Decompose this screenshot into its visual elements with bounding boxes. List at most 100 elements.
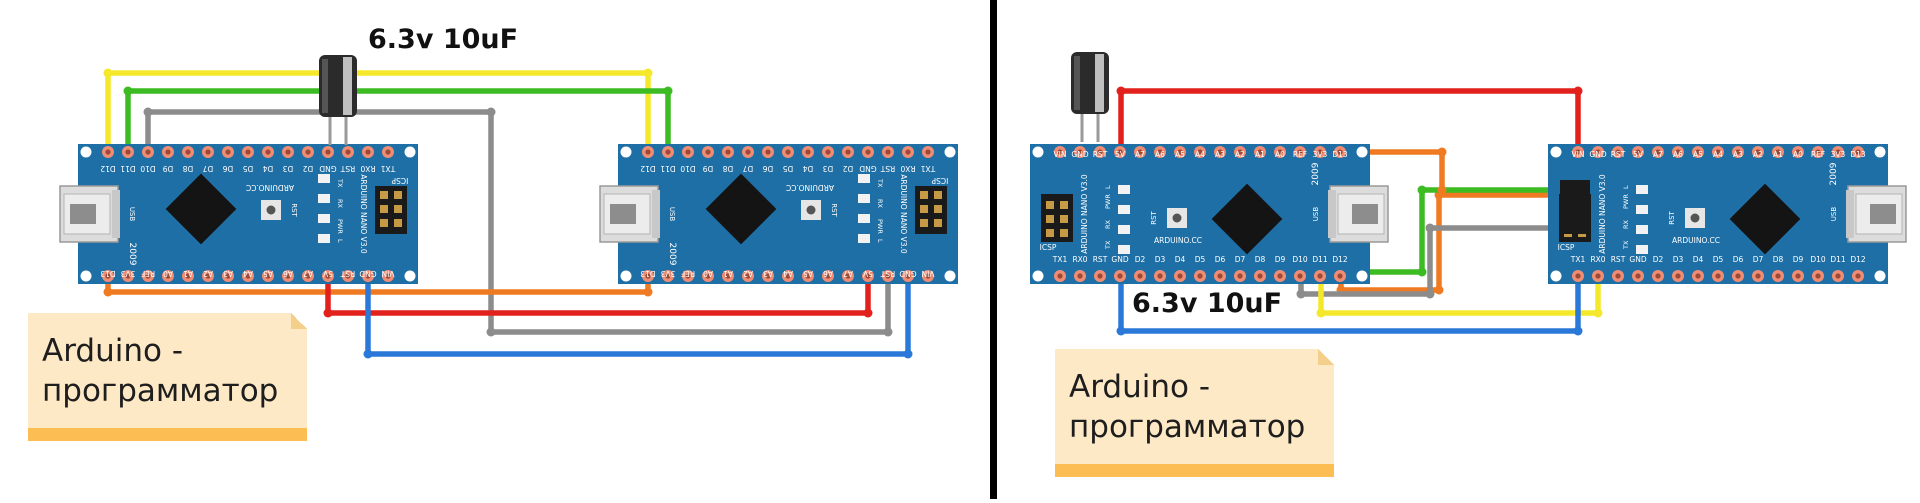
- mount-hole: [1356, 146, 1368, 158]
- pin-label-top: RX0: [360, 164, 375, 173]
- wire-gray-joint: [1425, 289, 1435, 299]
- pin-hole: [1297, 149, 1303, 155]
- led-label: PWR: [1622, 194, 1630, 209]
- pin-hole: [845, 149, 851, 155]
- mount-hole: [80, 270, 92, 282]
- pin-hole: [885, 273, 891, 279]
- left-note-line-1: Arduino -: [42, 333, 183, 369]
- pin-hole: [1715, 273, 1721, 279]
- usb-flange: [112, 190, 120, 238]
- pin-label-top: D3: [822, 164, 833, 173]
- usb-label: USB: [128, 207, 136, 222]
- capacitor-stripe: [343, 57, 352, 115]
- led: [1118, 185, 1130, 194]
- year-label: 2009: [667, 243, 677, 266]
- pin-label-top: RST: [340, 164, 355, 173]
- pin-hole: [1057, 273, 1063, 279]
- pin-label-bottom: GND: [899, 269, 916, 278]
- led-label: RX: [1104, 219, 1112, 229]
- pin-hole: [1117, 273, 1123, 279]
- usb-flange: [652, 190, 660, 238]
- pin-label-top: D7: [742, 164, 753, 173]
- led-label: PWR: [336, 219, 344, 234]
- wire-red: [1118, 88, 1581, 179]
- led: [1636, 245, 1648, 254]
- right-capacitor: [1071, 52, 1109, 142]
- wire-blue: [365, 273, 911, 357]
- pin-label-bottom: REF: [1293, 150, 1307, 159]
- pin-hole: [1675, 273, 1681, 279]
- pin-label-bottom: GND: [1071, 150, 1088, 159]
- pin-label-bottom: A4: [1713, 150, 1723, 159]
- icsp-pin: [1060, 229, 1068, 237]
- pin-hole: [785, 273, 791, 279]
- usb-label: USB: [668, 207, 676, 222]
- wire-red-joint: [1116, 86, 1126, 96]
- led-label: PWR: [1104, 194, 1112, 209]
- pin-hole: [1097, 149, 1103, 155]
- wire-gray-joint: [486, 327, 496, 337]
- right-note-bar: [1055, 464, 1334, 477]
- pin-label-bottom: REF: [1811, 150, 1825, 159]
- pin-label-top: GND: [1629, 255, 1646, 264]
- wire-red: [325, 273, 871, 316]
- pin-hole: [165, 273, 171, 279]
- pin-label-bottom: A1: [1255, 150, 1265, 159]
- mount-hole: [1874, 270, 1886, 282]
- pin-hole: [245, 149, 251, 155]
- icsp-connector: [1560, 180, 1590, 234]
- pin-hole: [385, 149, 391, 155]
- icsp-label: ICSP: [931, 176, 948, 185]
- pin-hole: [1775, 273, 1781, 279]
- pin-hole: [1855, 149, 1861, 155]
- pin-label-bottom: A6: [823, 269, 833, 278]
- pin-label-top: TX1: [1570, 255, 1586, 264]
- pin-label-top: D7: [202, 164, 213, 173]
- usb-flange: [1846, 190, 1854, 238]
- mount-hole: [1874, 146, 1886, 158]
- wire-green-joint: [1417, 185, 1427, 195]
- pin-hole: [825, 273, 831, 279]
- pin-hole: [185, 149, 191, 155]
- pin-label-bottom: 3V3: [1831, 150, 1846, 159]
- pin-label-bottom: A5: [1693, 150, 1703, 159]
- pin-label-top: D4: [1693, 255, 1704, 264]
- pin-hole: [1795, 273, 1801, 279]
- pin-label-bottom: 3V3: [660, 269, 675, 278]
- led-label: L: [1104, 185, 1112, 189]
- usb-port: [1352, 204, 1378, 224]
- capacitor-stripe: [1095, 54, 1104, 112]
- pin-hole: [1595, 149, 1601, 155]
- pin-hole: [185, 273, 191, 279]
- pin-hole: [645, 149, 651, 155]
- pin-hole: [825, 149, 831, 155]
- note-fold-icon: [1318, 349, 1334, 365]
- pin-label-top: D5: [1713, 255, 1724, 264]
- pin-hole: [1835, 149, 1841, 155]
- pin-hole: [685, 149, 691, 155]
- icsp-header: [375, 186, 407, 234]
- pin-label-top: D3: [1673, 255, 1684, 264]
- pin-label-top: D9: [702, 164, 713, 173]
- reset-button-dot: [266, 205, 276, 215]
- year-label: 2009: [1829, 162, 1839, 185]
- pin-hole: [645, 273, 651, 279]
- pin-hole: [1257, 273, 1263, 279]
- reset-button-dot: [1172, 213, 1182, 223]
- model-label: ARDUINO NANO V3.0: [1080, 174, 1089, 254]
- led: [858, 194, 870, 203]
- pin-hole: [225, 149, 231, 155]
- pin-hole: [285, 273, 291, 279]
- right-capacitor-label: 6.3v 10uF: [1132, 288, 1283, 319]
- pin-label-top: RX0: [1072, 255, 1087, 264]
- pin-hole: [1177, 273, 1183, 279]
- led-label: RX: [876, 199, 884, 209]
- pin-label-top: RST: [880, 164, 895, 173]
- wire-green-joint: [1417, 267, 1427, 277]
- icsp-label: ICSP: [1558, 243, 1575, 252]
- wire-orange-joint: [1434, 285, 1444, 295]
- pin-label-bottom: A2: [203, 269, 213, 278]
- left-note-line-2: программатор: [42, 373, 279, 409]
- pin-label-top: D10: [680, 164, 696, 173]
